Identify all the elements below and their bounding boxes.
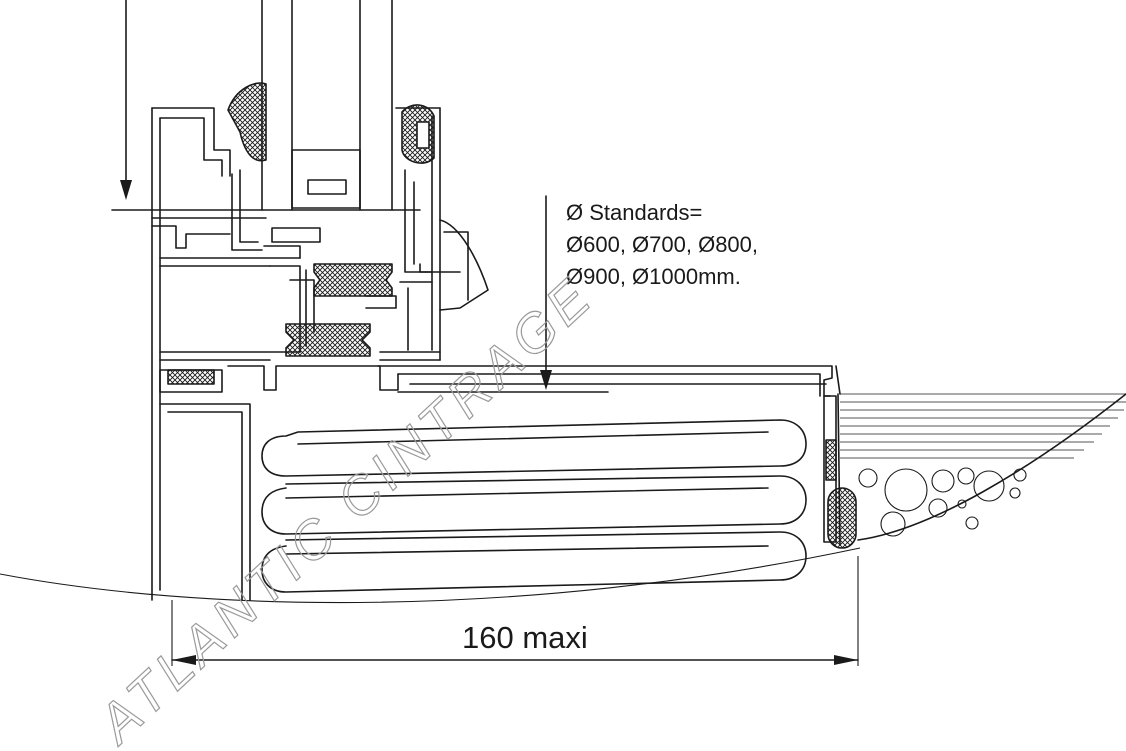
height-arrow bbox=[111, 0, 421, 211]
frame-profile bbox=[151, 107, 489, 601]
heating-coil bbox=[261, 419, 807, 593]
diameter-standards-line-1: Ø600, Ø700, Ø800, bbox=[566, 232, 758, 257]
glazing-gaskets bbox=[227, 82, 435, 164]
dimension-160 bbox=[171, 556, 859, 666]
gravel-stones bbox=[858, 467, 1027, 537]
floor-curve bbox=[0, 547, 861, 604]
dimension-label: 160 maxi bbox=[462, 620, 588, 655]
diameter-leader-arrow bbox=[540, 195, 552, 390]
thermal-break-bars bbox=[285, 263, 393, 357]
sill-profile bbox=[159, 365, 857, 601]
diameter-standards-title: Ø Standards= bbox=[566, 200, 702, 225]
glazing-unit bbox=[261, 0, 393, 211]
diameter-standards-line-2: Ø900, Ø1000mm. bbox=[566, 264, 741, 289]
